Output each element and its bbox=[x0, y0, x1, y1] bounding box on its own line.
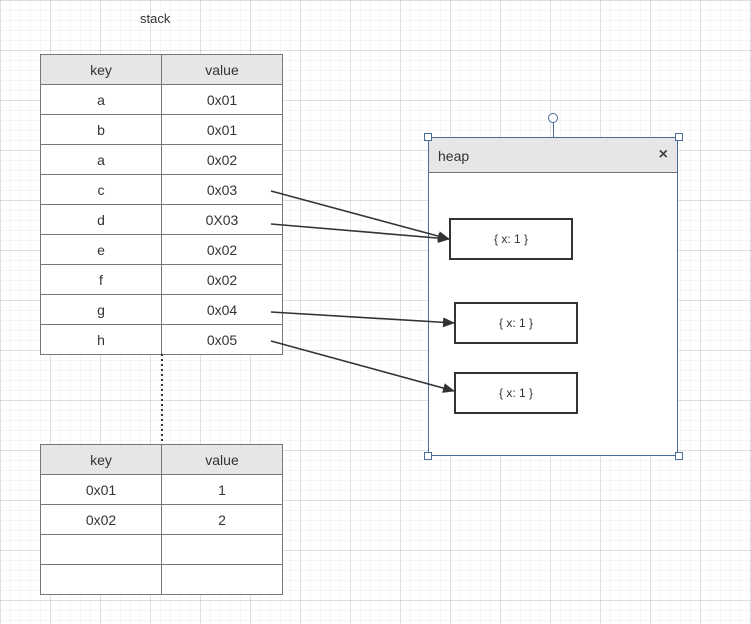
pointer-arrow-c[interactable] bbox=[270, 190, 450, 241]
close-icon[interactable]: × bbox=[658, 146, 668, 163]
stack-table-header: key value bbox=[40, 54, 283, 85]
stack-value-cell[interactable]: 0x02 bbox=[161, 144, 283, 175]
stack-value-cell[interactable]: 0x01 bbox=[161, 114, 283, 145]
stack-value-cell[interactable]: 0x02 bbox=[161, 234, 283, 265]
table-row[interactable]: a 0x01 bbox=[40, 84, 283, 115]
table-row[interactable]: a 0x02 bbox=[40, 144, 283, 175]
address-key-cell[interactable] bbox=[40, 564, 162, 595]
rotate-handle-stem bbox=[553, 122, 554, 137]
pointer-arrow-d[interactable] bbox=[270, 223, 450, 244]
stack-value-cell[interactable]: 0X03 bbox=[161, 204, 283, 235]
address-key-cell[interactable]: 0x01 bbox=[40, 474, 162, 505]
table-row[interactable]: h 0x05 bbox=[40, 324, 283, 355]
table-row[interactable]: c 0x03 bbox=[40, 174, 283, 205]
stack-key-cell[interactable]: d bbox=[40, 204, 162, 235]
stack-header-value: value bbox=[161, 54, 283, 85]
table-row[interactable] bbox=[40, 534, 283, 565]
table-row[interactable]: d 0X03 bbox=[40, 204, 283, 235]
rotate-handle[interactable] bbox=[548, 113, 558, 123]
stack-key-cell[interactable]: e bbox=[40, 234, 162, 265]
stack-value-cell[interactable]: 0x03 bbox=[161, 174, 283, 205]
stack-table[interactable]: key value a 0x01 b 0x01 a 0x02 c 0x03 d … bbox=[40, 54, 283, 355]
stack-value-cell[interactable]: 0x01 bbox=[161, 84, 283, 115]
stack-label: stack bbox=[140, 11, 171, 26]
address-header-value: value bbox=[161, 444, 283, 475]
pointer-arrow-g[interactable] bbox=[270, 311, 455, 328]
table-row[interactable]: 0x02 2 bbox=[40, 504, 283, 535]
table-row[interactable]: 0x01 1 bbox=[40, 474, 283, 505]
address-key-cell[interactable]: 0x02 bbox=[40, 504, 162, 535]
resize-handle-bottom-left[interactable] bbox=[424, 452, 432, 460]
stack-key-cell[interactable]: a bbox=[40, 144, 162, 175]
address-table-header: key value bbox=[40, 444, 283, 475]
heap-header[interactable]: heap × bbox=[429, 138, 677, 173]
stack-key-cell[interactable]: b bbox=[40, 114, 162, 145]
heap-object[interactable]: { x: 1 } bbox=[454, 372, 578, 414]
table-row[interactable]: e 0x02 bbox=[40, 234, 283, 265]
stack-value-cell[interactable]: 0x02 bbox=[161, 264, 283, 295]
heap-object[interactable]: { x: 1 } bbox=[454, 302, 578, 344]
stack-key-cell[interactable]: g bbox=[40, 294, 162, 325]
resize-handle-bottom-right[interactable] bbox=[675, 452, 683, 460]
address-value-cell[interactable] bbox=[161, 534, 283, 565]
address-table[interactable]: key value 0x01 1 0x02 2 bbox=[40, 444, 283, 595]
heap-object[interactable]: { x: 1 } bbox=[449, 218, 573, 260]
stack-value-cell[interactable]: 0x05 bbox=[161, 324, 283, 355]
address-header-key: key bbox=[40, 444, 162, 475]
stack-key-cell[interactable]: h bbox=[40, 324, 162, 355]
pointer-arrow-h[interactable] bbox=[270, 340, 455, 393]
table-row[interactable]: b 0x01 bbox=[40, 114, 283, 145]
address-value-cell[interactable]: 2 bbox=[161, 504, 283, 535]
stack-key-cell[interactable]: a bbox=[40, 84, 162, 115]
heap-title: heap bbox=[438, 148, 470, 164]
stack-key-cell[interactable]: c bbox=[40, 174, 162, 205]
resize-handle-top-left[interactable] bbox=[424, 133, 432, 141]
resize-handle-top-right[interactable] bbox=[675, 133, 683, 141]
address-value-cell[interactable]: 1 bbox=[161, 474, 283, 505]
table-row[interactable] bbox=[40, 564, 283, 595]
address-value-cell[interactable] bbox=[161, 564, 283, 595]
